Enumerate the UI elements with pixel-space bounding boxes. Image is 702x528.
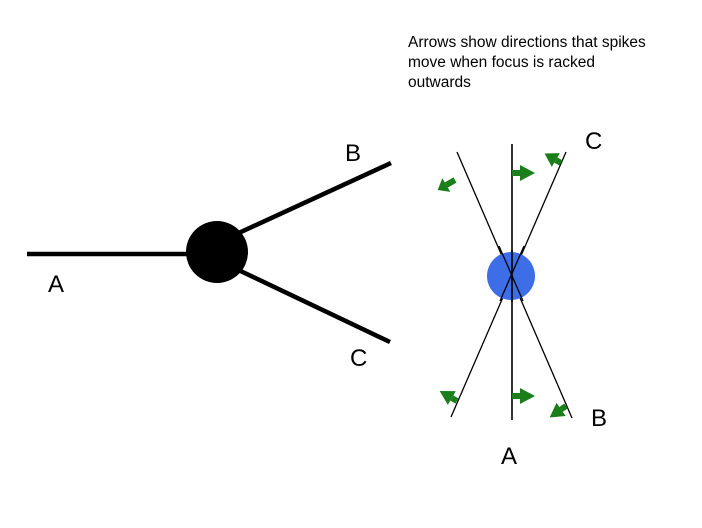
caption-line: Arrows show directions that spikes [408,34,646,51]
arrow-top-right-icon [544,153,563,167]
spike-b-line [229,160,392,240]
right-label-a: A [501,443,518,470]
arrow-bottom-middle-icon [512,388,535,404]
left-label-c: C [350,345,368,372]
right-label-b: B [591,405,608,432]
left-label-b: B [345,140,362,167]
arrow-top-middle-icon [512,165,535,181]
caption-line: outwards [408,74,471,91]
star-node [186,221,248,283]
right-label-c: C [585,128,603,155]
arrow-bottom-right-icon [549,402,568,418]
arrow-top-left-icon [437,177,457,192]
caption-line: move when focus is racked [408,54,595,71]
spike-c-line [229,263,391,345]
arrow-bottom-left-icon [439,391,459,405]
caption: Arrows show directions that spikes move … [408,33,698,93]
left-label-a: A [48,271,65,298]
